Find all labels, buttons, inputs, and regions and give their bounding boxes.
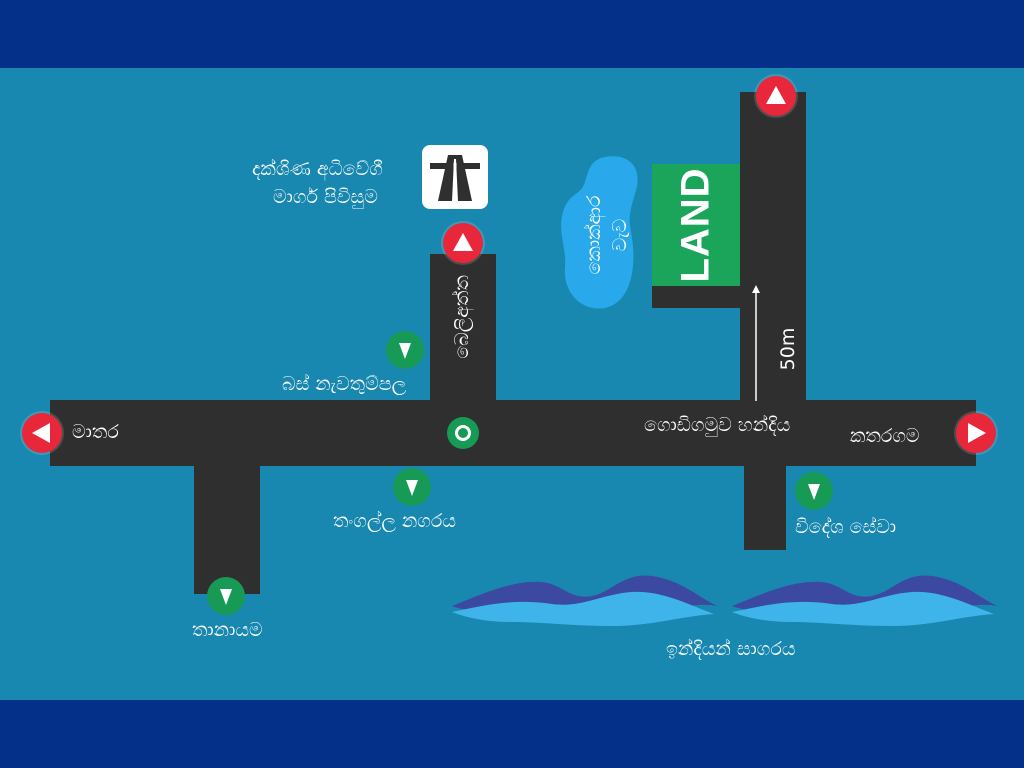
- beliatta-direction-marker: [443, 223, 483, 263]
- rest-house-marker: [207, 577, 245, 615]
- main-road: [50, 400, 976, 466]
- bus-stand-label: බස් නැවතුම්පල: [282, 373, 407, 395]
- expressway-label-line2: මාර්ග පිවිසුම: [273, 186, 378, 208]
- indian-ocean-label: ඉන්දියන් සාගරය: [666, 638, 796, 660]
- godigamuwa-junction-label: ගොඩිගමුව හන්දිය: [644, 414, 791, 436]
- foreign-service-label: විදේශ සේවා: [795, 516, 897, 538]
- tangalle-town-marker: [393, 468, 431, 506]
- beliatta-label: බෙලිඅත්ත: [451, 275, 473, 359]
- distance-label: 50m: [777, 327, 799, 371]
- beliatta-road: [430, 254, 496, 402]
- foreign-service-marker: [795, 472, 833, 510]
- expressway-label-line1: දක්ශිණ අධිවේගී: [252, 158, 383, 180]
- bus-stand-marker: [386, 331, 424, 369]
- kataragama-side-road: [740, 92, 806, 402]
- expressway-sign-icon: [422, 145, 488, 209]
- location-dot-icon: [447, 417, 479, 449]
- foreign-service-road: [744, 464, 786, 550]
- rest-house-road: [194, 464, 260, 594]
- matara-label: මාතර: [72, 421, 119, 443]
- tank-label-line1: කොක්ආර: [583, 195, 605, 275]
- land-plot: LAND: [652, 164, 740, 286]
- wave-right: [732, 575, 998, 626]
- tangalle-town-label: තංගල්ල නගරය: [333, 510, 457, 532]
- land-access-road: [652, 286, 742, 308]
- land-label: LAND: [673, 167, 718, 283]
- tank-label-line2: වැව: [609, 218, 631, 252]
- distance-line: [752, 285, 760, 401]
- north-direction-marker: [756, 76, 796, 116]
- top-band: [0, 0, 1024, 68]
- bottom-band: [0, 700, 1024, 768]
- wave-left: [452, 575, 718, 626]
- kataragama-label: කතරගම: [850, 425, 920, 447]
- kataragama-direction-marker: [956, 413, 996, 453]
- matara-direction-marker: [22, 413, 62, 453]
- rest-house-label: තානායම: [192, 619, 263, 641]
- lake-shape: [561, 156, 638, 309]
